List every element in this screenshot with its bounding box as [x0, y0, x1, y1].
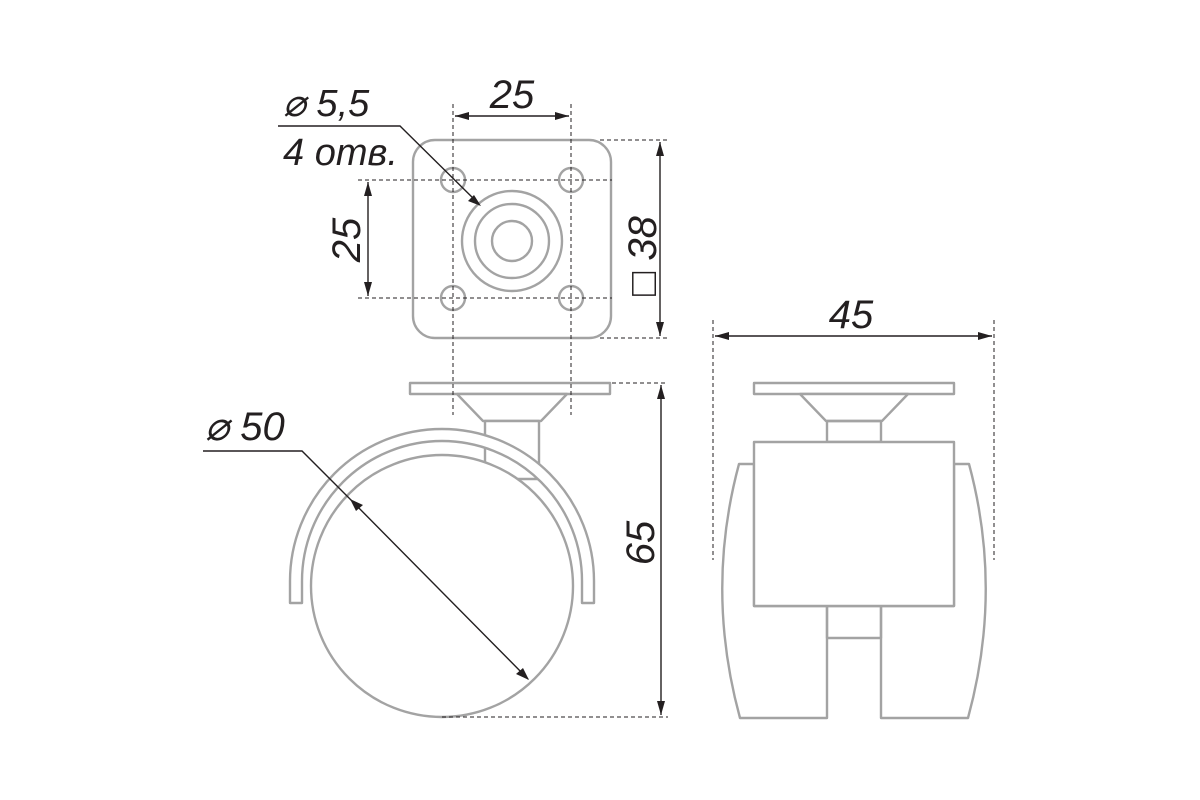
- front-axle-hub: [825, 604, 883, 640]
- side-wheel: [309, 453, 575, 719]
- leader-wheel-diameter: [203, 450, 529, 680]
- front-wheel-right: [879, 462, 987, 720]
- side-swivel-cone: [455, 392, 569, 423]
- mounting-plate-outline: [411, 138, 613, 340]
- label-hole-diameter: ⌀ 5,5: [283, 83, 370, 125]
- mounting-plate-top-view: [411, 138, 613, 340]
- label-total-width: 45: [829, 293, 874, 337]
- caster-front-view: [721, 381, 987, 720]
- front-swivel-cone: [798, 392, 910, 423]
- front-stem: [825, 419, 883, 444]
- swivel-bearing-outer: [460, 189, 564, 293]
- label-wheel-diameter: ⌀ 50: [205, 405, 285, 449]
- leader-hole-diameter: [278, 125, 479, 204]
- swivel-bearing-middle: [473, 202, 551, 280]
- dimension-lines: [203, 112, 992, 715]
- label-hole-spacing-horizontal: 25: [489, 73, 535, 117]
- label-hole-count: 4 отв.: [283, 132, 398, 174]
- front-fork-housing: [752, 440, 956, 608]
- dimension-labels: ⌀ 5,5 4 отв. 25 25 □ 38 ⌀ 50 65 45: [205, 73, 874, 565]
- front-wheel-left: [721, 462, 829, 720]
- front-top-plate: [752, 381, 956, 396]
- side-fork: [288, 427, 596, 605]
- label-hole-spacing-vertical: 25: [325, 217, 369, 263]
- caster-side-view: [288, 381, 612, 719]
- label-total-height: 65: [619, 520, 663, 565]
- swivel-bearing-inner: [490, 219, 534, 263]
- side-top-plate: [408, 381, 612, 396]
- extension-lines: [358, 104, 995, 718]
- label-plate-size: □ 38: [621, 215, 665, 296]
